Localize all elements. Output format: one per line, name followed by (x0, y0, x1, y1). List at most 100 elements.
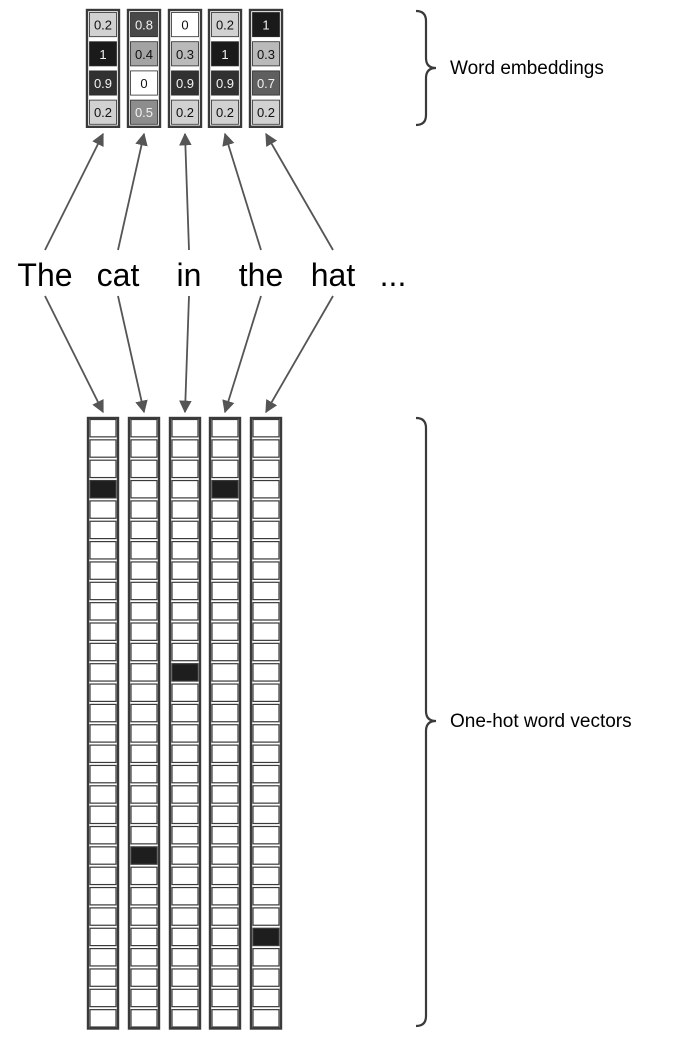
embedding-cell (171, 70, 199, 96)
arrow-to-onehot (222, 295, 262, 414)
onehot-cell (211, 724, 239, 743)
onehot-cell (89, 602, 117, 621)
onehot-cell (130, 866, 158, 886)
onehot-cell (171, 907, 199, 926)
onehot-cell (171, 439, 199, 458)
onehot-cell (171, 988, 199, 1008)
onehot-cell (89, 846, 117, 865)
onehot-cell (211, 846, 239, 865)
embedding-cell (171, 12, 199, 38)
words-row: The cat in the hat ... (17, 257, 406, 293)
onehot-cell (211, 968, 239, 987)
onehot-cell-hot (211, 479, 239, 499)
onehot-column-frame (127, 416, 161, 1030)
onehot-cell (171, 968, 199, 987)
onehot-cell-hot (89, 479, 117, 499)
onehot-cell (211, 520, 239, 540)
embedding-value: 0.3 (176, 47, 194, 62)
onehot-cell (130, 683, 158, 702)
onehot-cell (252, 866, 280, 886)
onehot-cell (211, 602, 239, 621)
embedding-cell (252, 99, 280, 125)
embedding-cell (130, 70, 158, 96)
onehot-cell (130, 602, 158, 621)
onehot-cell (130, 764, 158, 784)
onehot-cell (89, 642, 117, 662)
onehot-cell (130, 947, 158, 967)
onehot-cell (211, 561, 239, 580)
embedding-cell (89, 99, 117, 125)
arrow-to-embedding (44, 132, 104, 251)
embedding-cell (252, 41, 280, 67)
onehot-cell (171, 602, 199, 621)
onehot-cell (252, 907, 280, 926)
arrows-group (44, 132, 334, 414)
onehot-cell (171, 846, 199, 865)
embedding-value: 0.2 (176, 105, 194, 120)
onehot-column-frame (168, 416, 202, 1030)
onehot-cell (130, 540, 158, 560)
embedding-value: 1 (99, 47, 106, 62)
onehot-cell (252, 703, 280, 723)
embedding-value: 0.7 (257, 76, 275, 91)
embedding-cell (130, 99, 158, 125)
arrow-to-onehot (265, 295, 334, 414)
onehot-cell (252, 500, 280, 519)
embedding-column: 00.30.90.2 (167, 8, 203, 129)
onehot-cell (211, 764, 239, 784)
onehot-cell (171, 886, 199, 906)
word-the: The (17, 257, 72, 293)
onehot-cell (89, 520, 117, 540)
onehot-cell (211, 744, 239, 764)
onehot-cell-hot (252, 927, 280, 947)
onehot-cell (252, 846, 280, 865)
onehot-cell (171, 500, 199, 519)
arrow-to-onehot (179, 295, 192, 414)
embedding-value: 0 (140, 76, 147, 91)
arrow-to-onehot (117, 295, 148, 414)
embedding-column: 0.210.90.2 (85, 8, 121, 129)
onehot-cell (252, 805, 280, 825)
embedding-value: 0.8 (135, 18, 153, 33)
embedding-cell (89, 12, 117, 38)
onehot-cell (130, 988, 158, 1008)
arrow-to-embedding (117, 132, 148, 251)
onehot-cell (130, 642, 158, 662)
onehot-cell-hot (171, 663, 199, 682)
onehot-cell (171, 520, 199, 540)
onehot-cell (130, 439, 158, 458)
embedding-cell (211, 41, 239, 67)
embedding-cell (211, 70, 239, 96)
onehot-cell (252, 724, 280, 743)
onehot-cell (211, 886, 239, 906)
onehot-cell (252, 744, 280, 764)
onehot-cell (252, 886, 280, 906)
onehot-cell (89, 886, 117, 906)
onehot-cell (171, 927, 199, 947)
onehot-cell (89, 744, 117, 764)
embedding-cell (252, 70, 280, 96)
onehot-cell (130, 520, 158, 540)
onehot-column-frame (249, 416, 283, 1030)
onehot-cell (130, 459, 158, 479)
onehot-cell (89, 581, 117, 601)
embedding-value: 0.2 (94, 18, 112, 33)
onehot-cell (130, 1009, 158, 1028)
onehot-cell (171, 866, 199, 886)
onehot-cell (171, 724, 199, 743)
one-hot-vectors-group (86, 416, 283, 1030)
onehot-cell (211, 907, 239, 926)
onehot-cell (89, 459, 117, 479)
onehot-cell (89, 805, 117, 825)
word-cat: cat (97, 257, 140, 293)
onehot-cell (130, 968, 158, 987)
onehot-cell (211, 825, 239, 845)
embedding-cell (89, 70, 117, 96)
onehot-cell (130, 622, 158, 641)
embedding-value: 1 (262, 18, 269, 33)
embedding-value: 0.9 (216, 76, 234, 91)
onehot-cell (252, 968, 280, 987)
onehot-cell (89, 866, 117, 886)
embedding-value: 0.4 (135, 47, 153, 62)
